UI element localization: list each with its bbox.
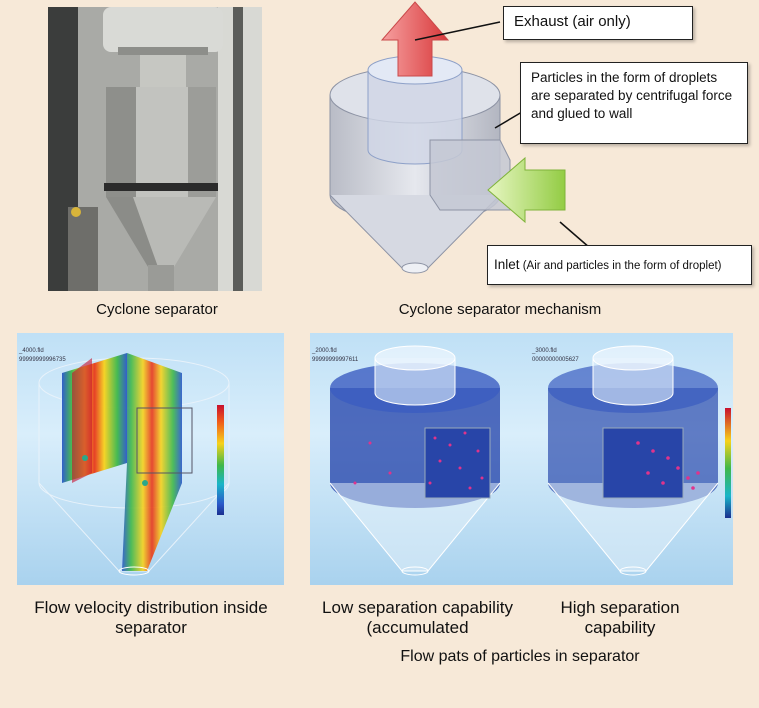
low-capability-caption: Low separation capability (accumulated bbox=[310, 598, 525, 638]
flow-paths-caption: Flow pats of particles in separator bbox=[400, 648, 640, 665]
mechanism-diagram bbox=[310, 0, 759, 295]
high-sim-header: _3000.fld bbox=[532, 348, 557, 354]
high-sim-sub: 00000000005627 bbox=[532, 357, 579, 363]
inlet-label: Inlet bbox=[494, 257, 520, 272]
low-caption-line1: Low separation capability bbox=[322, 598, 513, 617]
high-caption-line2: capability bbox=[584, 618, 656, 637]
particle-simulation: _2000.fld 99999999997611 _3000.fld 00000… bbox=[310, 333, 733, 585]
inlet-detail: (Air and particles in the form of drople… bbox=[519, 260, 722, 272]
velocity-legend bbox=[217, 405, 224, 515]
high-caption-line1: High separation bbox=[560, 598, 680, 617]
low-sim-header: _2000.fld bbox=[312, 348, 337, 354]
low-sim-sub: 99999999997611 bbox=[312, 357, 359, 363]
velocity-sub: 99999999996735 bbox=[19, 357, 66, 363]
high-capability-caption: High separation capability bbox=[545, 598, 695, 638]
velocity-caption-line2: separator bbox=[115, 618, 187, 637]
mechanism-caption: Cyclone separator mechanism bbox=[398, 301, 602, 318]
velocity-simulation: _4000.fld 99999999996735 bbox=[17, 333, 284, 585]
velocity-caption: Flow velocity distribution inside separa… bbox=[20, 598, 282, 638]
velocity-header: _4000.fld bbox=[19, 348, 44, 354]
low-caption-line2: (accumulated bbox=[366, 618, 469, 637]
velocity-caption-line1: Flow velocity distribution inside bbox=[34, 598, 268, 617]
inlet-callout: Inlet (Air and particles in the form of … bbox=[487, 245, 752, 285]
particles-callout: Particles in the form of droplets are se… bbox=[520, 62, 748, 144]
photo-caption: Cyclone separator bbox=[96, 301, 218, 318]
cyclone-photo bbox=[48, 7, 262, 291]
exhaust-callout: Exhaust (air only) bbox=[503, 6, 693, 40]
